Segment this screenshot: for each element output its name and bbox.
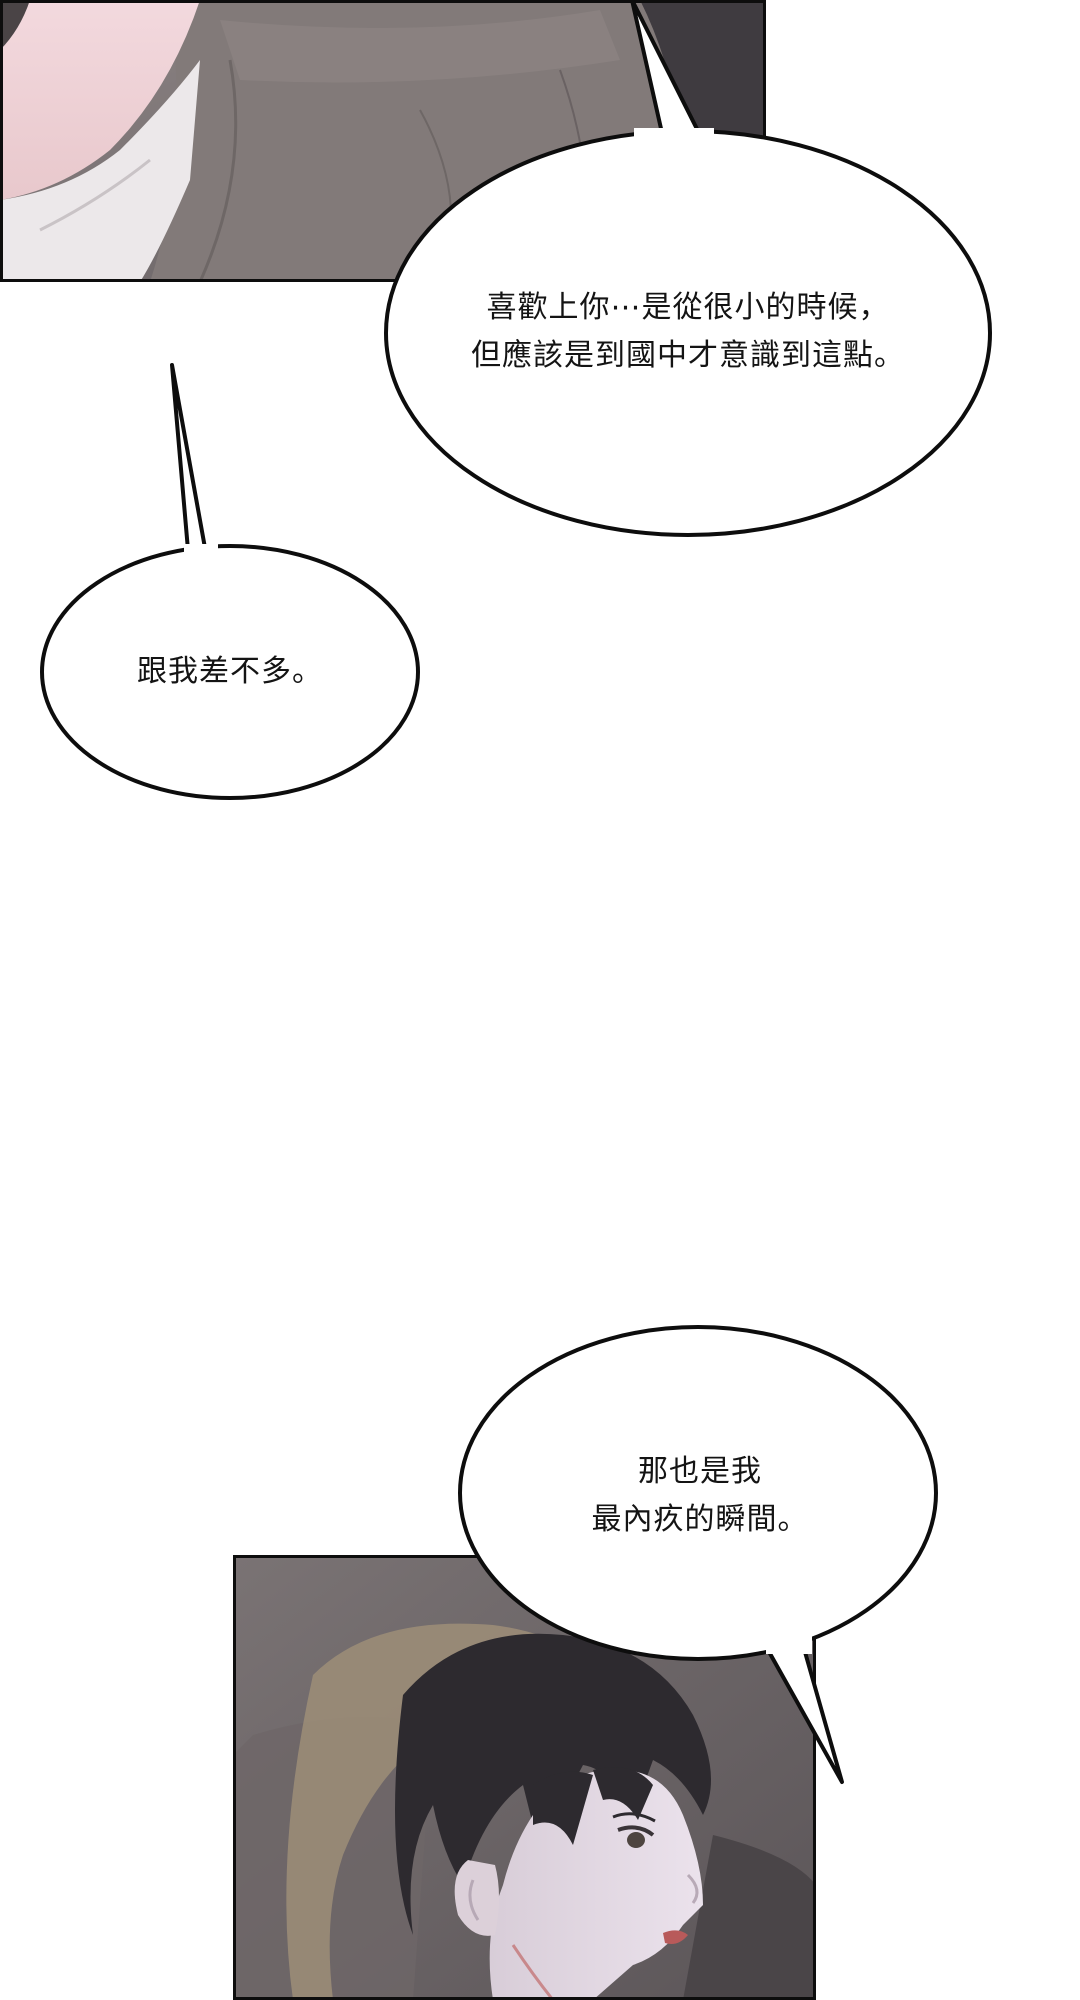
speech-balloon-3: [458, 1325, 938, 1784]
speech-balloon-3-line-1: 那也是我: [638, 1454, 762, 1489]
speech-balloon-1-line-1: 喜歡上你⋯是從很小的時候，: [486, 290, 890, 325]
speech-balloon-2: [40, 363, 420, 800]
speech-balloon-3-line-2: 最內疚的瞬間。: [591, 1502, 809, 1537]
speech-balloon-2-line-1: 跟我差不多。: [137, 654, 323, 689]
speech-balloon-1-text: 喜歡上你⋯是從很小的時候， 但應該是到國中才意識到這點。: [388, 284, 988, 380]
speech-balloon-1: [384, 0, 992, 537]
speech-balloon-1-line-2: 但應該是到國中才意識到這點。: [471, 338, 905, 373]
speech-balloon-3-text: 那也是我 最內疚的瞬間。: [460, 1448, 940, 1544]
speech-balloon-2-text: 跟我差不多。: [40, 648, 420, 696]
